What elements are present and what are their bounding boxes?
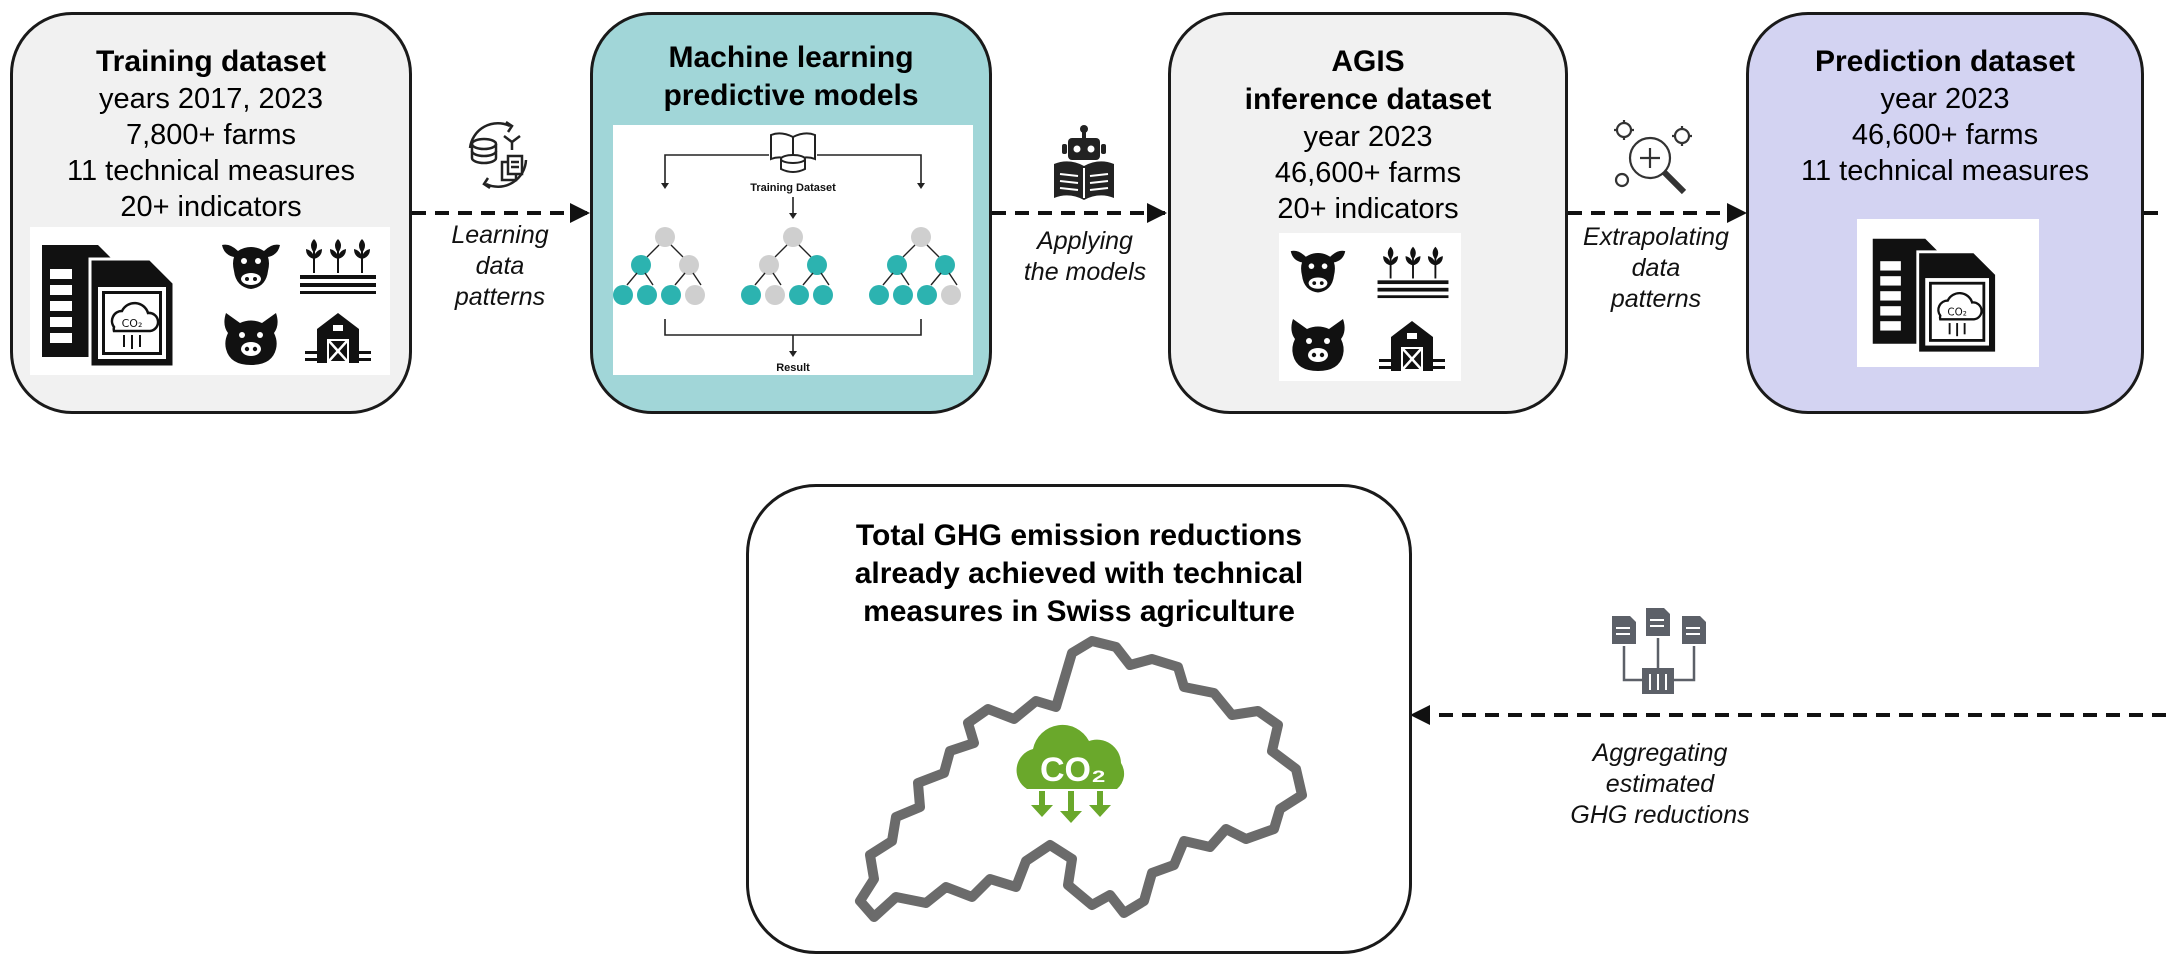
result-title-line1: Total GHG emission reductions bbox=[855, 519, 1303, 552]
database-cycle-icon bbox=[468, 120, 528, 190]
node-prediction-dataset: Prediction dataset year 2023 46,600+ far… bbox=[1746, 12, 2144, 414]
agis-icon-panel bbox=[1279, 233, 1461, 381]
training-years: years 2017, 2023 bbox=[98, 83, 324, 115]
ml-title-line1: Machine learning bbox=[668, 41, 914, 74]
training-measures: 11 technical measures bbox=[66, 155, 355, 187]
edge-aggregating-line1: Aggregating bbox=[1592, 739, 1728, 767]
decision-tree-1 bbox=[613, 227, 705, 305]
gears-magnifier-icon bbox=[1614, 120, 1692, 195]
spreadsheet-co2-icon: CO₂ bbox=[42, 245, 176, 369]
training-title: Training dataset bbox=[95, 45, 327, 78]
robot-reading-icon bbox=[1054, 125, 1114, 200]
prediction-year: year 2023 bbox=[1880, 83, 2010, 115]
agis-farms: 46,600+ farms bbox=[1274, 157, 1462, 189]
training-dataset-icon bbox=[770, 132, 816, 173]
node-training-dataset: Training dataset years 2017, 2023 7,800+… bbox=[10, 12, 412, 414]
agis-title-line1: AGIS bbox=[1331, 45, 1405, 78]
switzerland-map bbox=[855, 636, 1307, 922]
edge-extrapolating-line1: Extrapolating bbox=[1583, 223, 1729, 251]
agis-title-line2: inference dataset bbox=[1244, 83, 1492, 116]
spreadsheet-co2-icon: CO₂ bbox=[1872, 238, 1998, 355]
edge-aggregating-label: Aggregating estimated GHG reductions bbox=[1550, 738, 1770, 831]
barn-icon bbox=[1379, 321, 1445, 371]
node-agis-inference: AGIS inference dataset year 2023 46,600+… bbox=[1168, 12, 1568, 414]
training-indicators: 20+ indicators bbox=[120, 191, 302, 223]
documents-merge-icon bbox=[1612, 608, 1706, 694]
ml-title-line2: predictive models bbox=[663, 79, 919, 112]
prediction-farms: 46,600+ farms bbox=[1851, 119, 2039, 151]
result-label: Result bbox=[776, 362, 810, 374]
prediction-title: Prediction dataset bbox=[1814, 45, 2076, 78]
edge-applying-line2: the models bbox=[1023, 258, 1147, 286]
edge-applying-label: Applying the models bbox=[1000, 226, 1170, 288]
edge-aggregating-line3: GHG reductions bbox=[1570, 801, 1750, 829]
pig-icon bbox=[1291, 319, 1345, 371]
edge-aggregating-line2: estimated bbox=[1605, 770, 1715, 798]
training-icon-panel: CO₂ bbox=[30, 227, 390, 375]
prediction-measures: 11 technical measures bbox=[1800, 155, 2089, 187]
edge-extrapolating-line3: patterns bbox=[1610, 285, 1702, 313]
svg-text:CO₂: CO₂ bbox=[1947, 307, 1966, 319]
cow-icon bbox=[1290, 250, 1346, 293]
agis-indicators: 20+ indicators bbox=[1277, 193, 1459, 225]
edge-learning-label: Learning data patterns bbox=[420, 220, 580, 313]
training-farms: 7,800+ farms bbox=[125, 119, 297, 151]
edge-learning-line1: Learning bbox=[451, 221, 549, 249]
decision-tree-3 bbox=[869, 227, 961, 305]
training-dataset-label: Training Dataset bbox=[750, 182, 836, 194]
edge-extrapolating-label: Extrapolating data patterns bbox=[1570, 222, 1742, 315]
barn-icon bbox=[305, 313, 371, 363]
prediction-icon-panel: CO₂ bbox=[1857, 219, 2039, 367]
result-title-line3: measures in Swiss agriculture bbox=[863, 595, 1295, 628]
crops-icon bbox=[300, 239, 376, 294]
result-title-line2: already achieved with technical bbox=[854, 557, 1304, 590]
crops-icon bbox=[1377, 246, 1449, 299]
edge-learning-line3: patterns bbox=[454, 283, 546, 311]
svg-text:CO₂: CO₂ bbox=[122, 317, 143, 330]
co2-label: CO₂ bbox=[1040, 751, 1106, 789]
cow-icon bbox=[222, 244, 280, 289]
random-forest-diagram: Training Dataset bbox=[613, 125, 973, 375]
node-ml-models: Machine learning predictive models Train… bbox=[590, 12, 992, 414]
node-total-ghg-reductions: Total GHG emission reductions already ac… bbox=[746, 484, 1412, 954]
co2-cloud-icon: CO₂ bbox=[1016, 724, 1125, 823]
decision-tree-2 bbox=[741, 227, 833, 305]
pig-icon bbox=[224, 313, 278, 365]
agis-year: year 2023 bbox=[1303, 121, 1433, 153]
edge-applying-line1: Applying bbox=[1037, 227, 1133, 255]
edge-learning-line2: data bbox=[475, 252, 525, 280]
edge-extrapolating-line2: data bbox=[1631, 254, 1681, 282]
